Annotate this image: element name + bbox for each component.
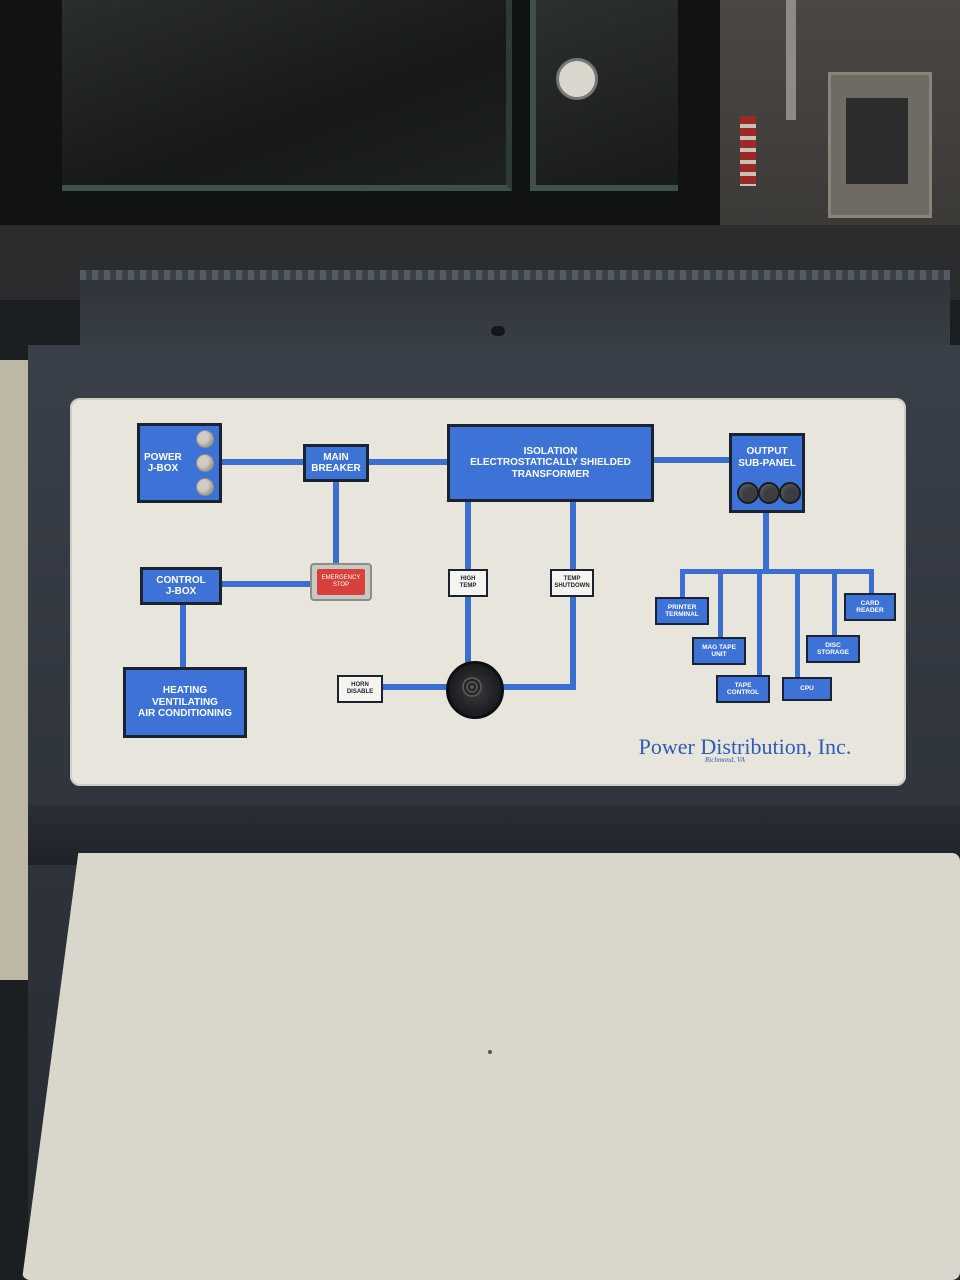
desk-mark xyxy=(488,1050,492,1054)
temp-shutdown-label: TEMP SHUTDOWN xyxy=(554,576,590,589)
line-transformer-output xyxy=(652,457,732,463)
red-tags xyxy=(740,116,756,186)
tape-control-block: TAPE CONTROL xyxy=(716,675,770,703)
mag-tape-label: MAG TAPE UNIT xyxy=(702,643,736,658)
console-lid[interactable] xyxy=(80,270,950,353)
hvac-block: HEATING VENTILATING AIR CONDITIONING xyxy=(123,667,247,738)
line-breaker-estop xyxy=(333,478,339,566)
line-breaker-transformer xyxy=(366,459,450,465)
control-jbox: CONTROL J-BOX xyxy=(140,567,222,605)
output-subpanel-label: OUTPUT SUB-PANEL xyxy=(738,446,796,469)
drop-magtape xyxy=(718,569,723,639)
tape-control-label: TAPE CONTROL xyxy=(726,681,760,696)
line-power-breaker xyxy=(220,459,305,465)
horn-grill xyxy=(462,677,482,697)
line-output-bus xyxy=(763,510,769,572)
main-breaker-label: MAIN BREAKER xyxy=(311,451,361,475)
isolation-transformer: ISOLATION ELECTROSTATICALLY SHIELDED TRA… xyxy=(447,424,654,502)
main-breaker: MAIN BREAKER xyxy=(303,444,369,482)
wall-plate xyxy=(828,72,932,218)
temp-shutdown-indicator[interactable]: TEMP SHUTDOWN xyxy=(550,569,594,597)
desk-plate xyxy=(22,853,960,1280)
card-reader-block: CARD READER xyxy=(844,593,896,621)
drop-tape-control xyxy=(757,569,762,675)
brand-location: Richmond, VA xyxy=(705,756,745,764)
high-temp-indicator[interactable]: HIGH TEMP xyxy=(448,569,488,597)
line-control-hvac xyxy=(180,603,186,671)
door-glass-left xyxy=(62,0,512,191)
door-glass-right xyxy=(530,0,678,191)
drop-disc xyxy=(832,569,837,635)
emergency-stop-label: EMERGENCY STOP xyxy=(317,569,365,595)
lid-lock-icon[interactable] xyxy=(491,326,505,336)
horn-speaker-icon xyxy=(446,661,504,719)
hvac-label: HEATING VENTILATING AIR CONDITIONING xyxy=(138,685,232,720)
mag-tape-block: MAG TAPE UNIT xyxy=(692,637,746,665)
power-lamp-3[interactable] xyxy=(196,478,214,496)
power-lamp-1[interactable] xyxy=(196,430,214,448)
line-horn-right xyxy=(496,684,576,690)
control-jbox-label: CONTROL J-BOX xyxy=(156,574,206,598)
output-lamp-2[interactable] xyxy=(758,482,780,504)
cpu-label: CPU xyxy=(800,685,814,693)
horn-disable-button[interactable]: HORN DISABLE xyxy=(337,675,383,703)
disc-storage-label: DISC STORAGE xyxy=(816,641,850,656)
wall-plate-opening xyxy=(846,98,908,184)
disc-storage-block: DISC STORAGE xyxy=(806,635,860,663)
printer-terminal-block: PRINTER TERMINAL xyxy=(655,597,709,625)
output-lamp-3[interactable] xyxy=(779,482,801,504)
high-temp-label: HIGH TEMP xyxy=(459,576,477,589)
lid-hinge xyxy=(80,270,950,280)
brand-name: Power Distribution, Inc. xyxy=(638,734,852,759)
horn-disable-label: HORN DISABLE xyxy=(346,682,374,695)
drop-printer xyxy=(680,569,685,599)
drop-card xyxy=(869,569,874,595)
printer-terminal-label: PRINTER TERMINAL xyxy=(665,603,699,618)
line-horndisable-horn xyxy=(382,684,448,690)
card-reader-label: CARD READER xyxy=(856,599,884,614)
wall-conduit xyxy=(786,0,796,120)
emergency-stop-button[interactable]: EMERGENCY STOP xyxy=(310,563,372,601)
power-jbox-label: POWER J-BOX xyxy=(144,451,182,475)
output-bus xyxy=(680,569,874,574)
cpu-block: CPU xyxy=(782,677,832,701)
power-lamp-2[interactable] xyxy=(196,454,214,472)
drop-cpu xyxy=(795,569,800,677)
output-lamp-1[interactable] xyxy=(737,482,759,504)
isolation-transformer-label: ISOLATION ELECTROSTATICALLY SHIELDED TRA… xyxy=(470,445,631,480)
line-control-estop xyxy=(220,581,312,587)
door-sticker xyxy=(556,58,598,100)
